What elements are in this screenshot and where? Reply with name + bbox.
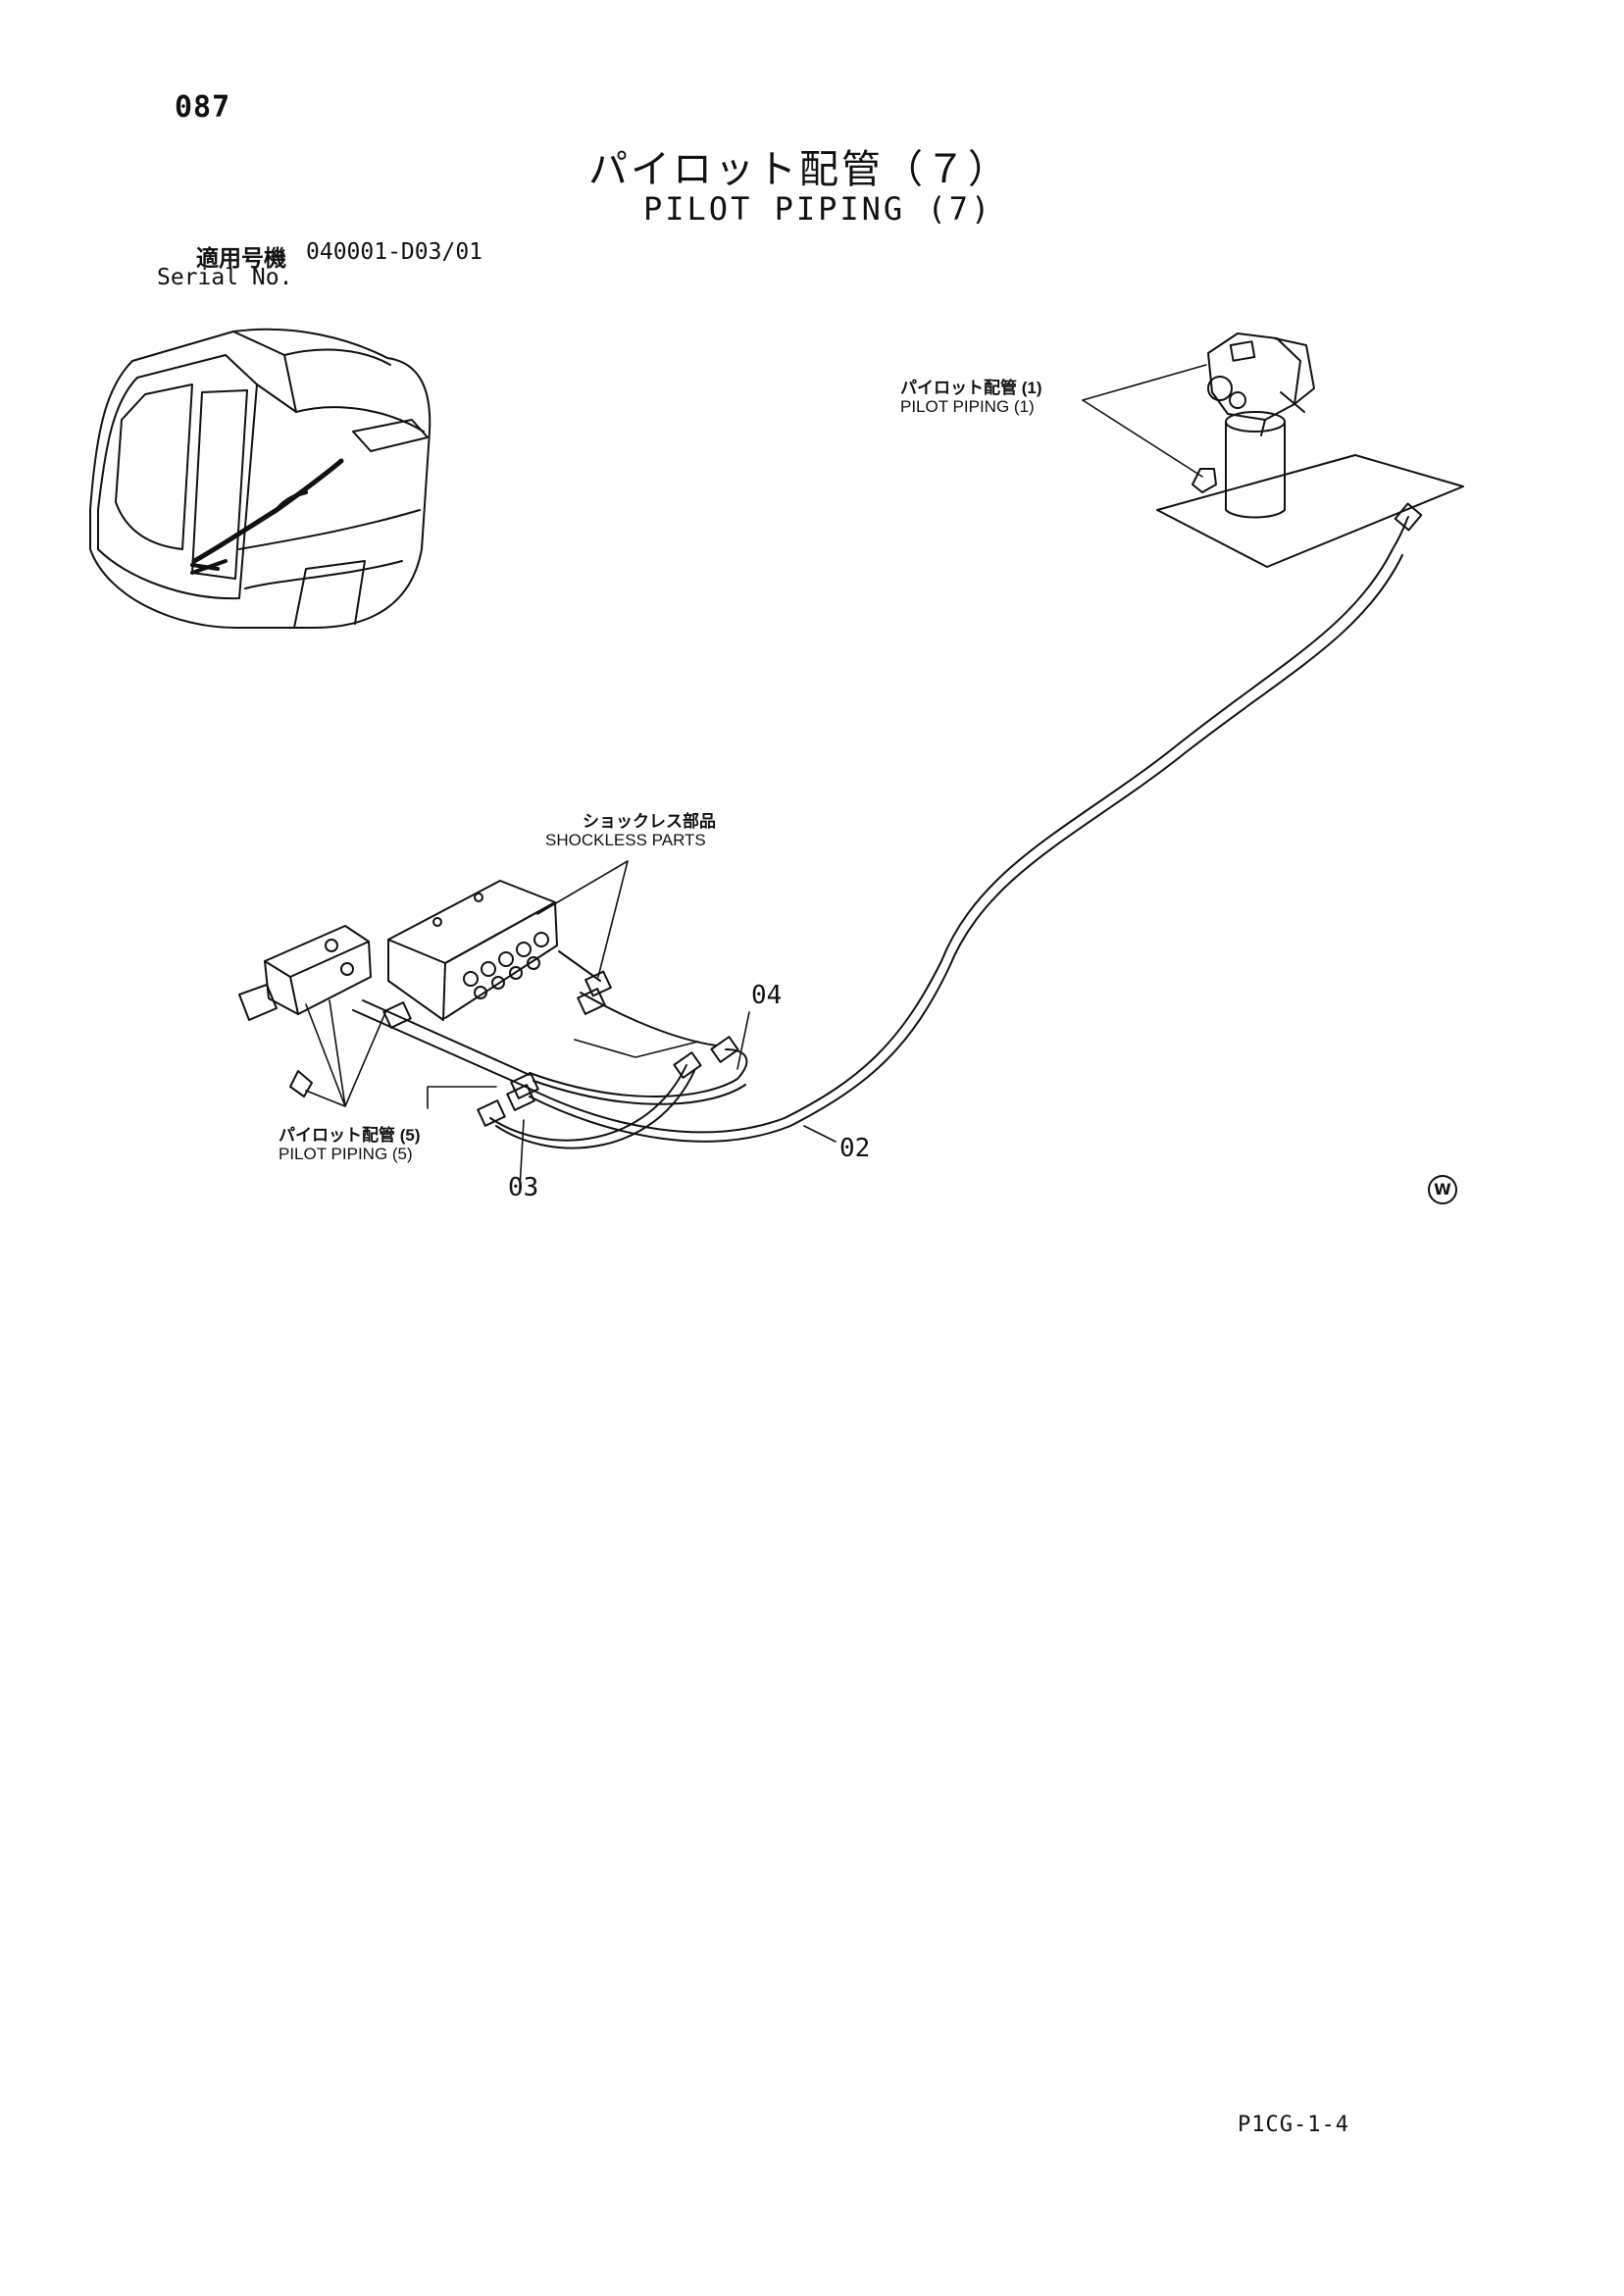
label-shockless-parts: ショックレス部品 SHOCKLESS PARTS (545, 812, 716, 849)
serial-label-english: Serial No. (157, 265, 293, 290)
callout-03: 03 (508, 1173, 539, 1202)
serial-label-japanese: 適用号機 (196, 246, 286, 272)
serial-number-range: 040001-D03/01 (306, 239, 483, 265)
leader-lines (305, 364, 1207, 1190)
label-pilot-piping-5-jp: パイロット配管 (5) (279, 1126, 421, 1145)
shockless-block-illustration (387, 880, 558, 1021)
label-pilot-piping-1: パイロット配管 (1) PILOT PIPING (1) (900, 379, 1042, 416)
label-shockless-parts-en: SHOCKLESS PARTS (545, 831, 706, 849)
label-pilot-piping-1-jp: パイロット配管 (1) (900, 379, 1042, 397)
footer-drawing-code: P1CG-1-4 (1238, 2113, 1349, 2137)
label-pilot-piping-5: パイロット配管 (5) PILOT PIPING (5) (279, 1126, 421, 1163)
page-title-english: PILOT PIPING (7) (643, 190, 993, 228)
label-pilot-piping-5-en: PILOT PIPING (5) (279, 1145, 413, 1163)
hoses (352, 516, 1409, 1149)
w-symbol-mark: W (1428, 1175, 1457, 1204)
callout-02: 02 (839, 1134, 871, 1163)
pilot-valve-illustration (1156, 332, 1464, 568)
label-pilot-piping-1-en: PILOT PIPING (1) (900, 397, 1035, 416)
label-shockless-parts-jp: ショックレス部品 (583, 812, 716, 831)
page-number: 087 (175, 90, 231, 125)
page-title-japanese: パイロット配管（７） (588, 147, 1010, 192)
excavator-overview-illustration (89, 328, 431, 629)
callout-04: 04 (751, 981, 783, 1010)
fittings (382, 502, 1423, 1127)
control-valve-illustration (238, 925, 372, 1097)
